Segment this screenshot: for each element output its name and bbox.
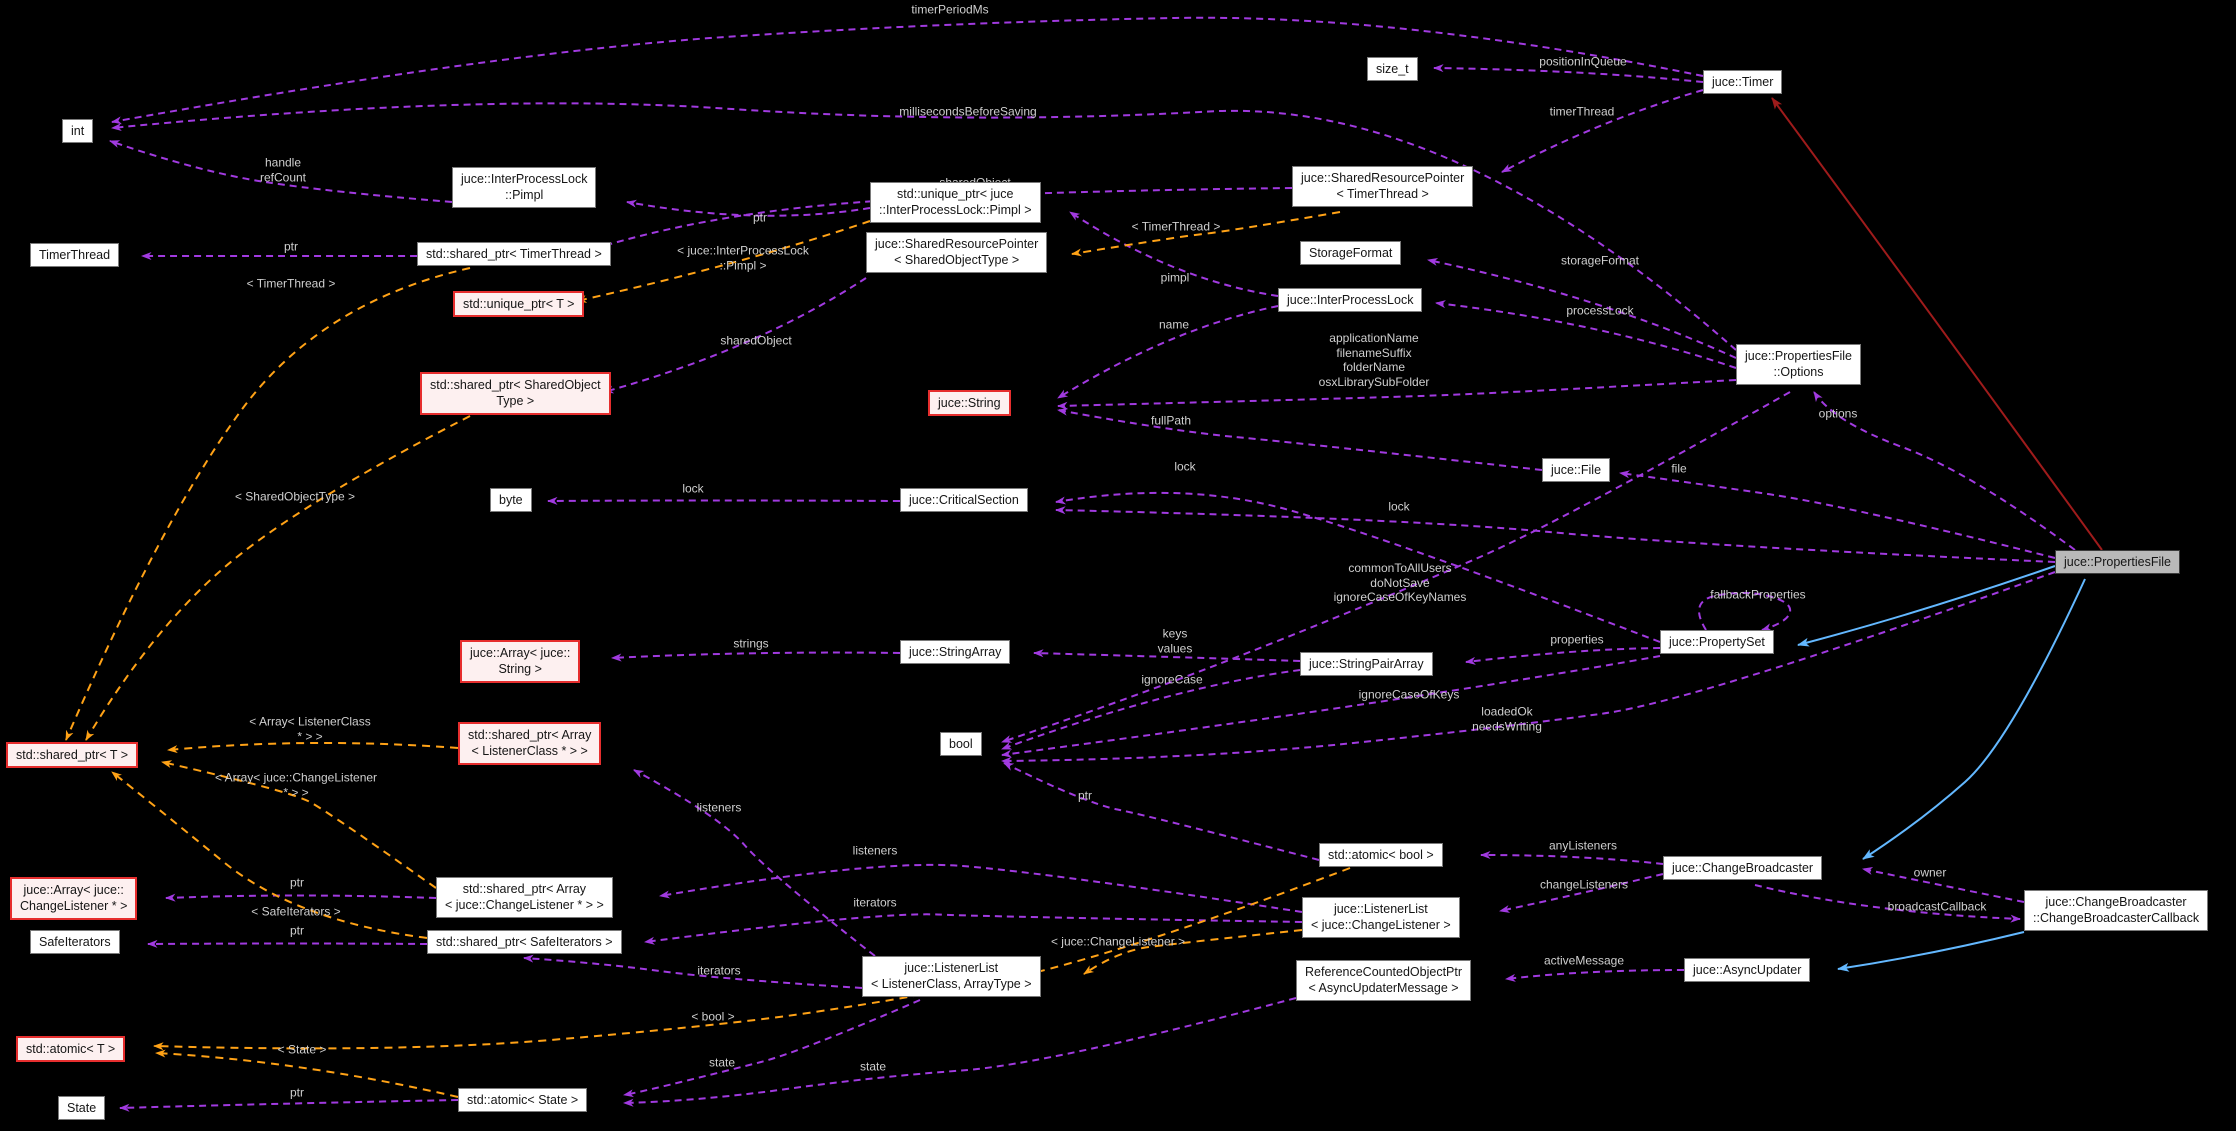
node-listenerlist-changelistener[interactable]: juce::ListenerList < juce::ChangeListene… bbox=[1302, 897, 1460, 938]
edge-propertiesfile-to-bool bbox=[1001, 571, 2056, 765]
node-changebroadcaster[interactable]: juce::ChangeBroadcaster bbox=[1663, 856, 1823, 881]
node-state[interactable]: State bbox=[58, 1096, 106, 1121]
edge-shared-ptr-array-changelistener-to-array-changelistener bbox=[165, 893, 437, 902]
edge-changebroadcaster-to-atomic-bool bbox=[1480, 851, 1664, 865]
edge-interprocesslock-to-juce-string bbox=[1057, 305, 1279, 399]
edge-propertiesfile-to-criticalsection bbox=[1055, 506, 2056, 563]
edge-options-to-bool bbox=[1001, 391, 1791, 743]
edge-propertiesfile-to-options bbox=[1813, 391, 2076, 551]
edge-juce-timer-to-int bbox=[111, 16, 1704, 125]
node-juce-file[interactable]: juce::File bbox=[1542, 458, 1611, 483]
edge-stringpairarray-to-stringarray bbox=[1033, 649, 1301, 662]
node-listenerlist-generic[interactable]: juce::ListenerList < ListenerClass, Arra… bbox=[862, 956, 1041, 997]
edge-changebroadcaster-to-cbcallback bbox=[1754, 884, 2021, 923]
edge-options-to-juce-string bbox=[1057, 379, 1737, 410]
edge-asyncupdater-to-refcounted bbox=[1505, 969, 1685, 982]
edge-listenerlist-changelistener-to-shared-ptr-array-changelistener bbox=[659, 863, 1303, 913]
edge-cbcallback-to-asyncupdater bbox=[1837, 931, 2025, 972]
node-storageformat[interactable]: StorageFormat bbox=[1300, 241, 1402, 266]
edge-shared-ptr-sharedobjecttype-to-shared-ptr-t bbox=[85, 415, 471, 741]
node-propertyset[interactable]: juce::PropertySet bbox=[1660, 630, 1774, 655]
edge-propertyset-to-propertyset bbox=[1698, 591, 1792, 632]
edge-shared-ptr-timerthread-to-shared-ptr-t bbox=[65, 267, 471, 741]
edge-changebroadcaster-to-listenerlist-changelistener bbox=[1499, 873, 1664, 913]
node-shared-ptr-array-listenerclass[interactable]: std::shared_ptr< Array < ListenerClass *… bbox=[458, 722, 602, 765]
node-int[interactable]: int bbox=[62, 119, 94, 144]
node-interprocesslock[interactable]: juce::InterProcessLock bbox=[1278, 288, 1423, 313]
node-atomic-state[interactable]: std::atomic< State > bbox=[458, 1088, 588, 1113]
edge-stringarray-to-array-string bbox=[611, 651, 901, 662]
node-options[interactable]: juce::PropertiesFile ::Options bbox=[1736, 344, 1861, 385]
node-criticalsection[interactable]: juce::CriticalSection bbox=[900, 488, 1028, 513]
node-unique-ptr-pimpl[interactable]: std::unique_ptr< juce ::InterProcessLock… bbox=[870, 182, 1041, 223]
edge-propertiesfile-to-juce-timer bbox=[1771, 97, 2103, 551]
edge-propertiesfile-to-propertyset bbox=[1797, 565, 2056, 647]
edge-interprocesslock-to-unique-ptr-pimpl bbox=[1069, 211, 1279, 297]
edge-shared-ptr-safeiterators-to-shared-ptr-t bbox=[111, 771, 428, 939]
edge-propertyset-to-criticalsection bbox=[1055, 491, 1661, 643]
edge-criticalsection-to-byte bbox=[547, 496, 901, 505]
node-srp-timerthread[interactable]: juce::SharedResourcePointer < TimerThrea… bbox=[1292, 166, 1474, 207]
node-shared-ptr-sharedobjecttype[interactable]: std::shared_ptr< SharedObject Type > bbox=[420, 372, 611, 415]
edge-atomic-bool-to-atomic-t bbox=[153, 867, 1351, 1051]
edge-propertiesfile-to-changebroadcaster bbox=[1862, 578, 2086, 860]
node-shared-ptr-safeiterators[interactable]: std::shared_ptr< SafeIterators > bbox=[427, 930, 622, 955]
node-propertiesfile[interactable]: juce::PropertiesFile bbox=[2055, 550, 2180, 575]
node-size-t[interactable]: size_t bbox=[1367, 57, 1418, 82]
edge-options-to-int bbox=[111, 102, 1737, 351]
node-unique-ptr-t[interactable]: std::unique_ptr< T > bbox=[453, 291, 585, 318]
node-array-string[interactable]: juce::Array< juce:: String > bbox=[460, 640, 581, 683]
edge-cbcallback-to-changebroadcaster bbox=[1862, 867, 2025, 903]
edge-atomic-bool-to-bool bbox=[1003, 762, 1320, 861]
edge-listenerlist-generic-to-shared-ptr-safeiterators bbox=[523, 954, 863, 989]
edge-propertiesfile-to-juce-file bbox=[1619, 470, 2056, 559]
node-stringarray[interactable]: juce::StringArray bbox=[900, 640, 1011, 665]
edge-options-to-storageformat bbox=[1427, 258, 1737, 359]
edge-srp-sharedobjecttype-to-shared-ptr-sharedobjecttype bbox=[603, 277, 867, 394]
edge-atomic-state-to-state bbox=[119, 1099, 459, 1112]
edge-srp-timerthread-to-shared-ptr-timerthread bbox=[589, 187, 1293, 252]
edge-juce-file-to-juce-string bbox=[1057, 407, 1543, 471]
node-refcounted[interactable]: ReferenceCountedObjectPtr < AsyncUpdater… bbox=[1296, 960, 1472, 1001]
node-byte[interactable]: byte bbox=[490, 488, 532, 513]
edge-unique-ptr-pimpl-to-ipl-pimpl bbox=[626, 199, 871, 217]
node-atomic-t[interactable]: std::atomic< T > bbox=[16, 1036, 126, 1063]
edge-propertyset-to-bool bbox=[1001, 655, 1661, 758]
node-shared-ptr-array-changelistener[interactable]: std::shared_ptr< Array < juce::ChangeLis… bbox=[436, 877, 613, 918]
edge-atomic-state-to-atomic-t bbox=[155, 1049, 459, 1098]
edge-shared-ptr-safeiterators-to-safeiterators bbox=[147, 939, 428, 948]
edge-shared-ptr-array-changelistener-to-shared-ptr-t bbox=[161, 760, 437, 889]
edge-group bbox=[65, 16, 2103, 1112]
node-shared-ptr-t[interactable]: std::shared_ptr< T > bbox=[6, 742, 139, 769]
edge-shared-ptr-array-listenerclass-to-shared-ptr-t bbox=[167, 741, 459, 754]
node-safeiterators[interactable]: SafeIterators bbox=[30, 930, 120, 955]
edge-listenerlist-generic-to-shared-ptr-array-listenerclass bbox=[633, 769, 876, 957]
node-shared-ptr-timerthread[interactable]: std::shared_ptr< TimerThread > bbox=[417, 242, 611, 267]
edge-unique-ptr-pimpl-to-unique-ptr-t bbox=[576, 220, 871, 303]
node-asyncupdater[interactable]: juce::AsyncUpdater bbox=[1684, 958, 1811, 983]
edge-srp-timerthread-to-srp-sharedobjecttype bbox=[1071, 211, 1341, 257]
edge-propertyset-to-stringpairarray bbox=[1465, 647, 1661, 665]
edge-listenerlist-changelistener-to-shared-ptr-safeiterators bbox=[644, 913, 1303, 945]
edge-stringpairarray-to-bool bbox=[1001, 669, 1301, 750]
edge-juce-timer-to-srp-timerthread bbox=[1501, 89, 1704, 173]
node-array-changelistener[interactable]: juce::Array< juce:: ChangeListener * > bbox=[10, 877, 138, 920]
edge-listenerlist-changelistener-to-listenerlist-generic bbox=[1083, 929, 1303, 975]
edge-listenerlist-generic-to-atomic-state bbox=[623, 999, 921, 1098]
node-juce-timer[interactable]: juce::Timer bbox=[1703, 70, 1783, 95]
node-ipl-pimpl[interactable]: juce::InterProcessLock ::Pimpl bbox=[452, 167, 597, 208]
edge-juce-timer-to-size-t bbox=[1433, 64, 1704, 83]
node-stringpairarray[interactable]: juce::StringPairArray bbox=[1300, 652, 1433, 677]
node-juce-string[interactable]: juce::String bbox=[928, 390, 1011, 417]
node-cbcallback[interactable]: juce::ChangeBroadcaster ::ChangeBroadcas… bbox=[2024, 890, 2209, 931]
edge-options-to-interprocesslock bbox=[1435, 300, 1737, 369]
edge-refcounted-to-atomic-state bbox=[623, 997, 1297, 1107]
node-atomic-bool[interactable]: std::atomic< bool > bbox=[1319, 843, 1443, 868]
node-srp-sharedobjecttype[interactable]: juce::SharedResourcePointer < SharedObje… bbox=[866, 232, 1048, 273]
node-timerthread[interactable]: TimerThread bbox=[30, 243, 120, 268]
edge-ipl-pimpl-to-int bbox=[109, 140, 453, 203]
node-bool[interactable]: bool bbox=[940, 732, 982, 757]
